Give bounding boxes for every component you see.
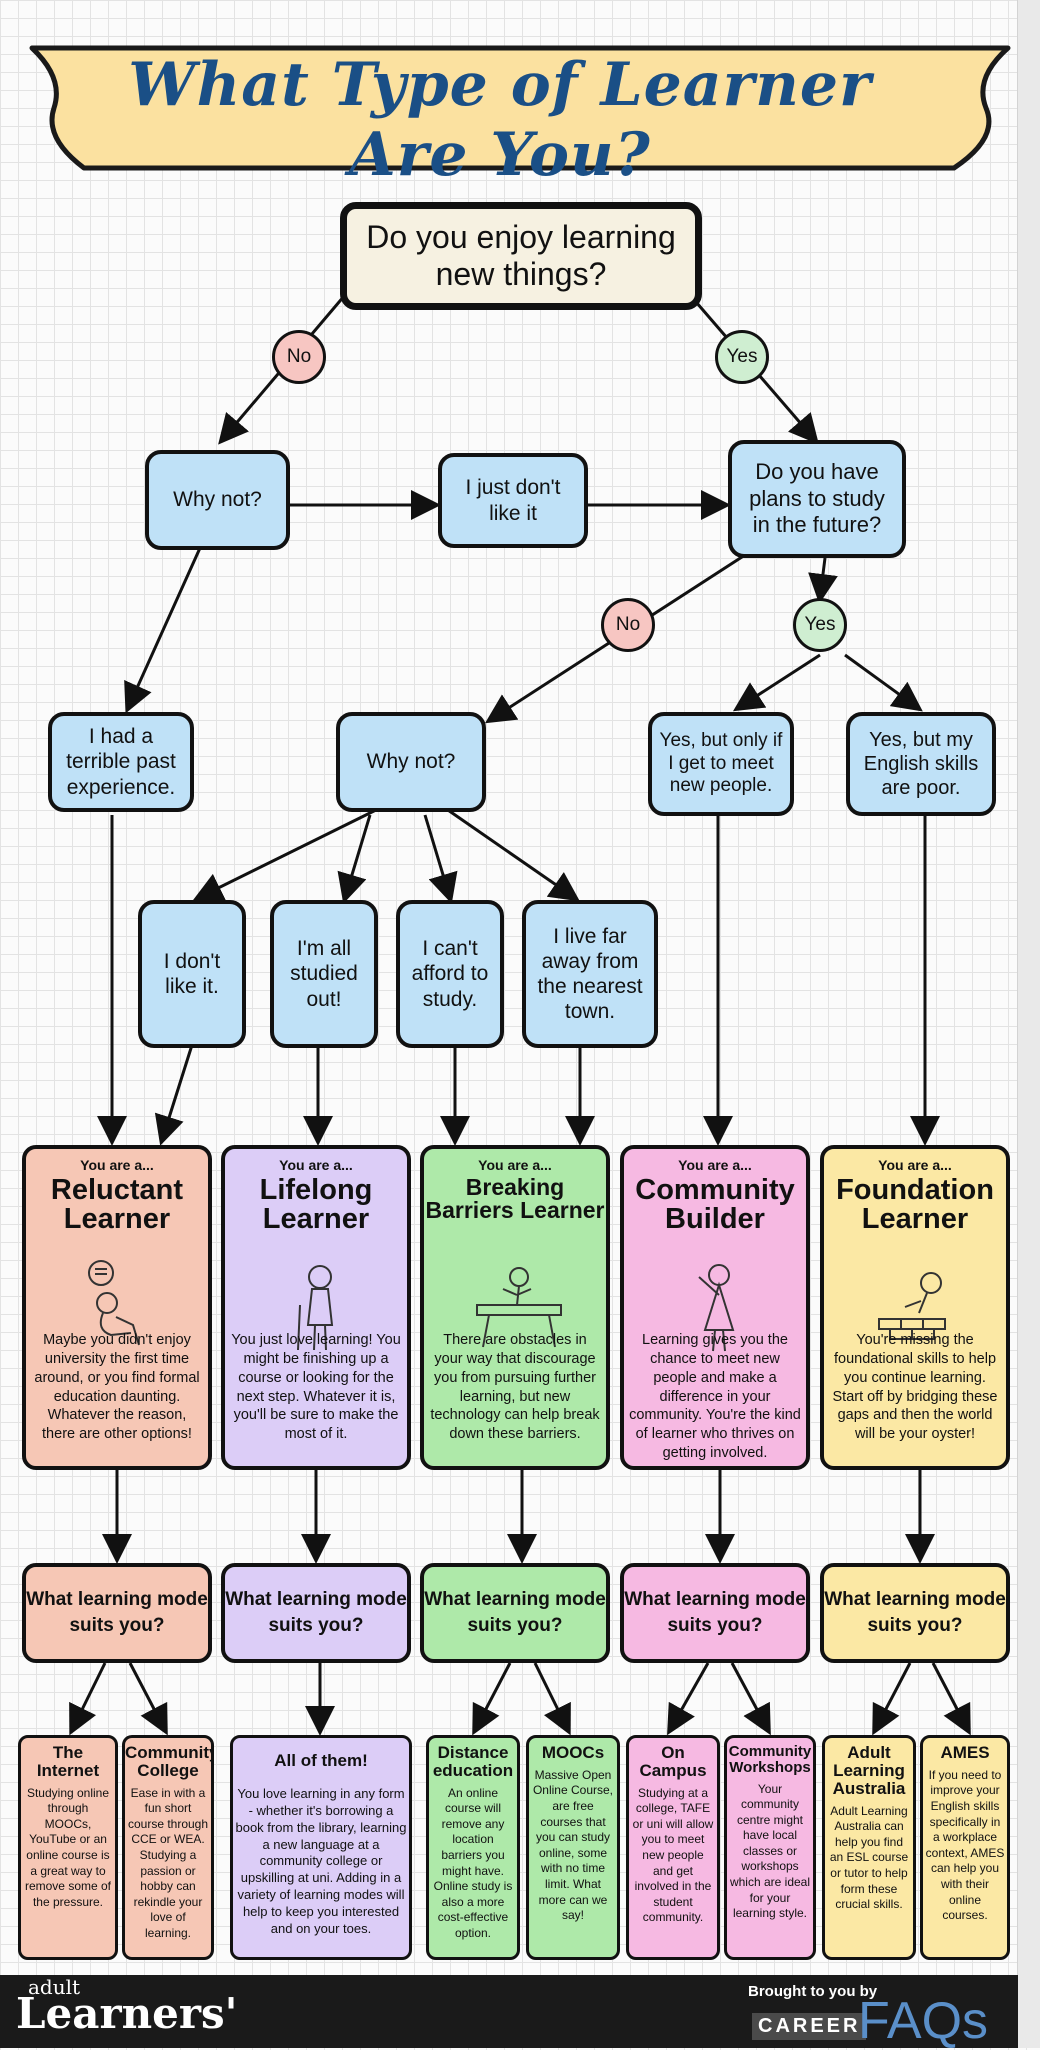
option-title: MOOCs bbox=[541, 1743, 605, 1762]
you-are-a-label: You are a... bbox=[878, 1157, 952, 1173]
learner-card-lifelong: You are a... Lifelong Learner You just l… bbox=[221, 1145, 411, 1470]
you-are-a-label: You are a... bbox=[678, 1157, 752, 1173]
learner-card-foundation: You are a... Foundation Learner You're m… bbox=[820, 1145, 1010, 1470]
learner-description: You're missing the foundational skills t… bbox=[832, 1332, 998, 1443]
learner-description: There are obstacles in your way that dis… bbox=[430, 1332, 600, 1443]
option-community-college: Community College Ease in with a fun sho… bbox=[122, 1735, 214, 1960]
barrier-jump-icon bbox=[476, 1267, 562, 1348]
learner-name: Breaking Barriers Learner bbox=[425, 1174, 605, 1223]
mode-question-breaking-barriers: What learning mode suits you? bbox=[420, 1563, 610, 1663]
option-on-campus: On Campus Studying at a college, TAFE or… bbox=[626, 1735, 720, 1960]
elderly-person-icon bbox=[297, 1265, 334, 1351]
option-title: AMES bbox=[940, 1743, 990, 1762]
why-not-box: Why not? bbox=[145, 450, 290, 550]
option-description: An online course will remove any locatio… bbox=[433, 1785, 513, 1941]
option-title: All of them! bbox=[274, 1751, 368, 1770]
title-banner bbox=[29, 45, 1011, 171]
option-distance-education: Distance education An online course will… bbox=[426, 1735, 520, 1960]
waving-person-icon bbox=[698, 1264, 735, 1352]
option-description: Adult Learning Australia can help you fi… bbox=[829, 1803, 909, 1912]
learner-name: Lifelong Learner bbox=[259, 1174, 373, 1235]
cant-afford-box: I can't afford to study. bbox=[396, 900, 504, 1048]
learner-description: Maybe you didn't enjoy university the fi… bbox=[34, 1332, 200, 1443]
option-description: Studying online through MOOCs, YouTube o… bbox=[24, 1785, 112, 1909]
option-title: Adult Learning Australia bbox=[832, 1743, 906, 1798]
learner-description: You just love learning! You might be fin… bbox=[231, 1332, 401, 1443]
plans-future-box: Do you have plans to study in the future… bbox=[728, 440, 906, 558]
option-title: Community Workshops bbox=[728, 1743, 812, 1776]
option-title: Community College bbox=[125, 1743, 214, 1780]
option-all-of-them: All of them! You love learning in any fo… bbox=[230, 1735, 412, 1960]
option-description: Ease in with a fun short course through … bbox=[127, 1785, 209, 1941]
mode-question-lifelong: What learning mode suits you? bbox=[221, 1563, 411, 1663]
you-are-a-label: You are a... bbox=[478, 1157, 552, 1173]
answer-yes-badge: Yes bbox=[715, 330, 769, 384]
option-description: Your community centre might have local c… bbox=[729, 1781, 811, 1921]
answer-no-badge-2: No bbox=[601, 598, 655, 652]
option-adult-learning-australia: Adult Learning Australia Adult Learning … bbox=[822, 1735, 916, 1960]
mode-question-community-builder: What learning mode suits you? bbox=[620, 1563, 810, 1663]
brought-to-you-label: Brought to you by bbox=[748, 1983, 878, 2000]
option-community-workshops: Community Workshops Your community centr… bbox=[724, 1735, 816, 1960]
option-description: You love learning in any form - whether … bbox=[235, 1785, 407, 1936]
answer-yes-badge-2: Yes bbox=[793, 598, 847, 652]
adult-learners-logo-small: adult bbox=[28, 1975, 81, 1999]
option-title: On Campus bbox=[639, 1743, 707, 1780]
option-the-internet: The Internet Studying online through MOO… bbox=[18, 1735, 118, 1960]
learner-name: Reluctant Learner bbox=[50, 1174, 184, 1235]
page-title: What Type of Learner Are You? bbox=[128, 50, 872, 190]
learner-description: Learning gives you the chance to meet ne… bbox=[629, 1332, 801, 1462]
mode-question-reluctant: What learning mode suits you? bbox=[22, 1563, 212, 1663]
footer-bar: adult Learners' Brought to you by CAREER… bbox=[0, 1975, 1018, 2048]
adult-learners-logo: Learners' bbox=[16, 1989, 238, 2038]
mode-question-foundation: What learning mode suits you? bbox=[820, 1563, 1010, 1663]
thinking-person-icon bbox=[88, 1260, 140, 1346]
option-title: The Internet bbox=[36, 1743, 100, 1780]
meet-people-box: Yes, but only if I get to meet new peopl… bbox=[648, 712, 794, 816]
learner-name: Community Builder bbox=[635, 1174, 795, 1235]
terrible-past-box: I had a terrible past experience. bbox=[48, 712, 194, 812]
learner-card-community-builder: You are a... Community Builder Learning … bbox=[620, 1145, 810, 1470]
option-description: Massive Open Online Course, are free cou… bbox=[532, 1767, 614, 1923]
option-description: If you need to improve your English skil… bbox=[925, 1767, 1005, 1923]
learner-card-reluctant: You are a... Reluctant Learner Maybe you… bbox=[22, 1145, 212, 1470]
english-poor-box: Yes, but my English skills are poor. bbox=[846, 712, 996, 816]
career-faqs-logo-career: CAREER bbox=[752, 2013, 867, 2040]
option-ames: AMES If you need to improve your English… bbox=[920, 1735, 1010, 1960]
answer-no-badge: No bbox=[272, 330, 326, 384]
bricklayer-icon bbox=[878, 1272, 946, 1340]
option-moocs: MOOCs Massive Open Online Course, are fr… bbox=[526, 1735, 620, 1960]
you-are-a-label: You are a... bbox=[80, 1157, 154, 1173]
all-studied-box: I'm all studied out! bbox=[270, 900, 378, 1048]
live-far-box: I live far away from the nearest town. bbox=[522, 900, 658, 1048]
why-not-box-2: Why not? bbox=[336, 712, 486, 812]
dont-like-it-box: I don't like it. bbox=[138, 900, 246, 1048]
page-edge-strip bbox=[1017, 0, 1040, 2048]
career-faqs-logo-faqs: FAQs bbox=[858, 1992, 989, 2050]
option-title: Distance education bbox=[432, 1743, 514, 1780]
learner-name: Foundation Learner bbox=[836, 1174, 994, 1235]
learner-card-breaking-barriers: You are a... Breaking Barriers Learner T… bbox=[420, 1145, 610, 1470]
you-are-a-label: You are a... bbox=[279, 1157, 353, 1173]
question-enjoy-learning: Do you enjoy learning new things? bbox=[340, 202, 702, 310]
option-description: Studying at a college, TAFE or uni will … bbox=[632, 1785, 714, 1925]
just-dont-like-box: I just don't like it bbox=[438, 453, 588, 548]
